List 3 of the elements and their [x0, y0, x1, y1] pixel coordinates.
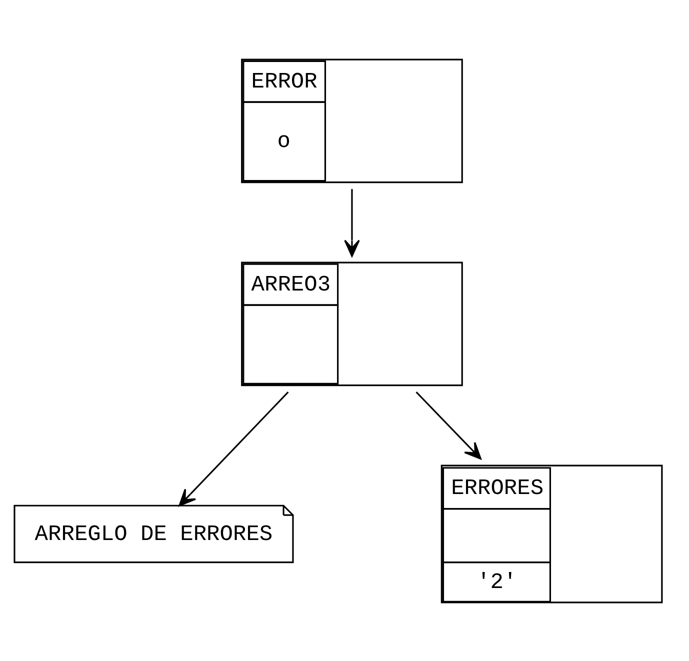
arrow — [416, 391, 482, 460]
arrow — [344, 188, 360, 256]
arrow — [178, 391, 289, 506]
